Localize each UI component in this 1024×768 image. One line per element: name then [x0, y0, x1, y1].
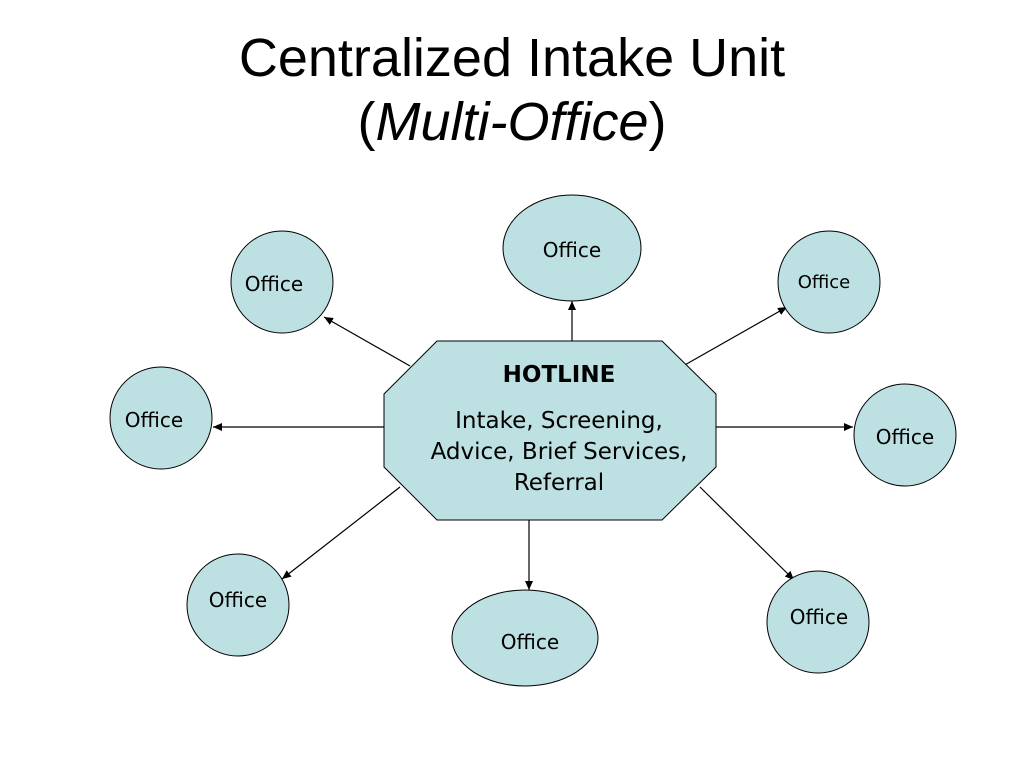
office-label: Office: [798, 272, 851, 293]
office-node-upper-left: Office: [230, 230, 334, 334]
hub-line-1: Intake, Screening,: [455, 408, 663, 434]
office-label: Office: [876, 425, 934, 449]
arrow-to-lower-right-office: [699, 486, 795, 581]
office-node-top: Office: [502, 194, 642, 302]
arrow-to-upper-left-office: [323, 316, 411, 367]
slide-title: Centralized Intake Unit (Multi-Office): [0, 26, 1024, 154]
hub-line-2: Advice, Brief Services,: [431, 439, 688, 465]
office-label: Office: [790, 605, 848, 629]
hotline-hub: [383, 340, 717, 521]
title-subtitle: Multi-Office: [375, 92, 649, 152]
office-node-upper-right: Office: [777, 230, 881, 334]
hub-title: HOTLINE: [503, 362, 616, 388]
title-close-paren: ): [648, 92, 667, 152]
title-open-paren: (: [357, 92, 376, 152]
arrow-to-lower-left-office: [281, 486, 401, 580]
office-node-lower-left: Office: [186, 553, 290, 657]
title-line-2: (Multi-Office): [0, 90, 1024, 154]
office-node-left: Office: [109, 366, 213, 470]
office-label: Office: [125, 408, 183, 432]
office-label: Office: [501, 630, 559, 654]
title-line-1: Centralized Intake Unit: [238, 28, 786, 88]
office-label: Office: [543, 238, 601, 262]
office-node-right: Office: [853, 383, 957, 487]
office-node-lower-right: Office: [766, 570, 870, 674]
office-node-bottom: Office: [451, 589, 599, 687]
office-label: Office: [245, 272, 303, 296]
arrow-to-upper-right-office: [682, 306, 788, 367]
hub-line-3: Referral: [514, 470, 604, 496]
office-label: Office: [209, 588, 267, 612]
